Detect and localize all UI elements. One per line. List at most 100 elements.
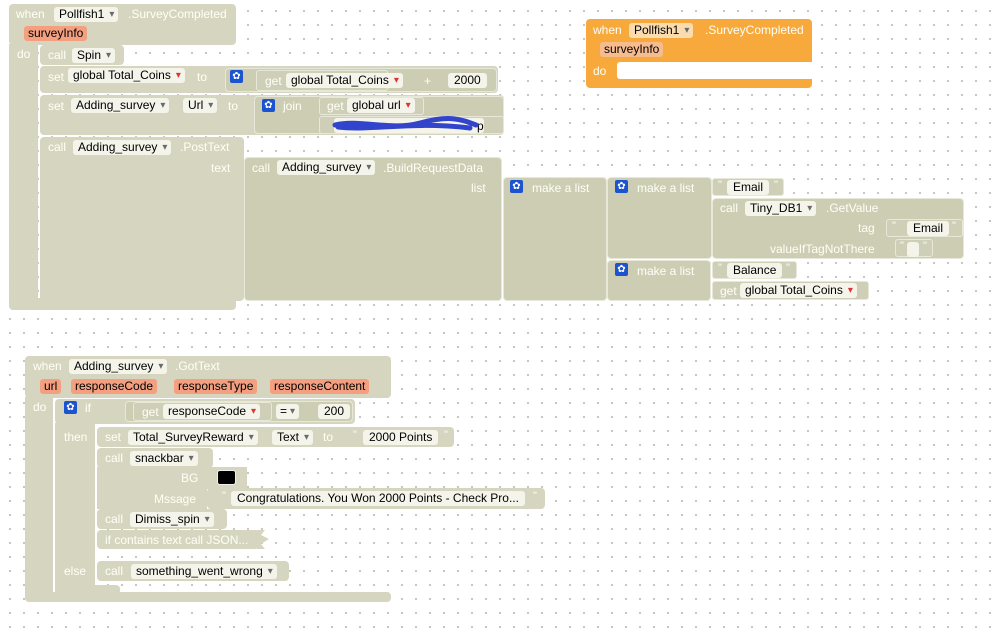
balance-text-field[interactable]: Balance <box>727 263 783 278</box>
make-list-label: make a list <box>532 181 590 195</box>
adding-survey-dropdown[interactable]: Adding_survey <box>73 140 172 155</box>
text-socket-label: text <box>211 161 231 175</box>
param-response-code[interactable]: responseCode <box>71 379 158 394</box>
get-label: get <box>327 99 344 113</box>
value-if-tag-not-there-label: valueIfTagNotThere <box>770 242 875 256</box>
get-label: get <box>265 74 282 88</box>
call-label: call <box>105 512 124 526</box>
post-text-method: .PostText <box>180 140 230 154</box>
tinydb-dropdown[interactable]: Tiny_DB1 <box>745 201 817 216</box>
mutator-gear-icon[interactable]: ✿ <box>615 180 628 193</box>
if-block-footer <box>55 585 120 595</box>
reward-component-dropdown[interactable]: Total_SurveyReward <box>128 430 258 445</box>
to-label: to <box>197 70 208 84</box>
mutator-gear-icon[interactable]: ✿ <box>230 70 243 83</box>
set-label: set <box>48 70 65 84</box>
when-label: when <box>33 359 62 373</box>
param-url[interactable]: url <box>40 379 62 394</box>
build-request-block[interactable] <box>244 157 502 301</box>
if-block-side <box>55 423 95 593</box>
global-url-dropdown[interactable]: global url <box>347 98 415 113</box>
make-list-label: make a list <box>637 264 695 278</box>
tag-email-field[interactable]: Email <box>907 221 950 236</box>
param-survey-info[interactable]: surveyInfo <box>600 42 664 57</box>
call-label: call <box>48 140 67 154</box>
set-label: set <box>105 430 122 444</box>
collapsed-jagged-edge <box>257 530 269 549</box>
then-label: then <box>64 430 88 444</box>
make-list-label: make a list <box>637 181 695 195</box>
param-response-type[interactable]: responseType <box>174 379 258 394</box>
adding-survey-dropdown[interactable]: Adding_survey <box>71 98 170 113</box>
went-wrong-dropdown[interactable]: something_went_wrong <box>131 564 277 579</box>
event-name: .SurveyCompleted <box>705 23 804 37</box>
call-label: call <box>105 451 124 465</box>
event-footer <box>25 592 391 602</box>
set-label: set <box>48 99 65 113</box>
adding-survey-dropdown[interactable]: Adding_survey <box>277 160 376 175</box>
do-label: do <box>17 47 31 61</box>
join-label: join <box>283 99 302 113</box>
url-text-tail: p <box>477 119 484 133</box>
collapsed-if-label: if contains text call JSON... <box>105 533 249 547</box>
message-socket-label: Mssage <box>154 492 197 506</box>
number-200[interactable]: 200 <box>318 404 351 419</box>
adding-survey-dropdown[interactable]: Adding_survey <box>69 359 168 374</box>
collapsed-if-block[interactable] <box>97 530 259 549</box>
build-request-method: .BuildRequestData <box>383 161 484 175</box>
global-total-coins-dropdown[interactable]: global Total_Coins <box>68 68 185 83</box>
url-property-dropdown[interactable]: Url <box>183 98 218 113</box>
equals-operator-dropdown[interactable]: = <box>276 404 300 419</box>
color-black-swatch[interactable] <box>217 470 236 485</box>
dismiss-spin-dropdown[interactable]: Dimiss_spin <box>130 512 214 527</box>
when-label: when <box>593 23 622 37</box>
mutator-gear-icon[interactable]: ✿ <box>64 401 77 414</box>
call-label: call <box>720 201 739 215</box>
event-name: .GotText <box>175 359 220 373</box>
get-value-method: .GetValue <box>826 201 879 215</box>
plus-operator: + <box>424 74 432 88</box>
component-dropdown[interactable]: Pollfish1 <box>629 23 694 38</box>
event-body-side <box>9 44 38 302</box>
else-label: else <box>64 564 87 578</box>
bg-socket-label: BG <box>181 471 199 485</box>
get-label: get <box>720 284 737 298</box>
param-survey-info[interactable]: surveyInfo <box>24 26 88 41</box>
component-dropdown[interactable]: Pollfish1 <box>54 7 119 22</box>
to-label: to <box>228 99 239 113</box>
event-name: .SurveyCompleted <box>128 7 227 21</box>
text-property-dropdown[interactable]: Text <box>272 430 314 445</box>
make-list-outer-block[interactable] <box>503 177 607 301</box>
when-label: when <box>16 7 45 21</box>
event-footer <box>9 298 236 310</box>
mutator-gear-icon[interactable]: ✿ <box>615 263 628 276</box>
param-response-content[interactable]: responseContent <box>270 379 370 394</box>
do-label: do <box>33 400 47 414</box>
snackbar-dropdown[interactable]: snackbar <box>130 451 198 466</box>
number-2000[interactable]: 2000 <box>448 73 487 88</box>
post-text-block[interactable] <box>40 137 244 301</box>
redaction-scribble <box>332 116 479 131</box>
do-label: do <box>593 64 607 78</box>
empty-do-socket[interactable] <box>617 62 813 79</box>
email-text-field[interactable]: Email <box>727 180 770 195</box>
mutator-gear-icon[interactable]: ✿ <box>510 180 523 193</box>
if-label: if <box>85 401 91 415</box>
call-label: call <box>48 48 67 62</box>
call-snackbar-body <box>97 467 207 509</box>
list-socket-label: list <box>471 181 486 195</box>
call-label: call <box>105 564 124 578</box>
mutator-gear-icon[interactable]: ✿ <box>262 99 275 112</box>
to-label: to <box>323 430 334 444</box>
response-code-dropdown[interactable]: responseCode <box>163 404 261 419</box>
get-total-coins-dropdown[interactable]: global Total_Coins <box>286 73 403 88</box>
get-total-coins-dropdown[interactable]: global Total_Coins <box>740 283 857 298</box>
event-body-side <box>25 397 53 597</box>
tag-socket-label: tag <box>858 221 875 235</box>
call-label: call <box>252 161 271 175</box>
get-label: get <box>142 405 159 419</box>
empty-text-field[interactable] <box>907 242 919 257</box>
points-text-field[interactable]: 2000 Points <box>363 430 439 445</box>
spin-dropdown[interactable]: Spin <box>72 48 116 63</box>
message-text-field[interactable]: Congratulations. You Won 2000 Points - C… <box>231 491 525 506</box>
